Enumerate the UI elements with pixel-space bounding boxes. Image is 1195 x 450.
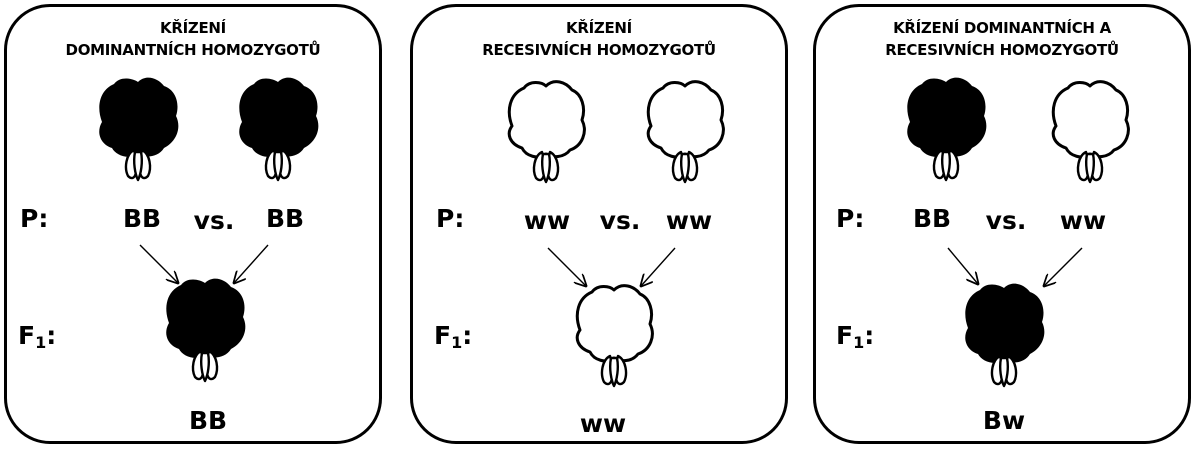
parent1-white-flower-icon	[507, 80, 586, 184]
parent2-white-flower-icon	[646, 80, 725, 184]
parent2-genotype: ww	[665, 206, 713, 235]
title-line-2: RECESIVNÍCH HOMOZYGOTŮ	[482, 41, 716, 59]
panel-title: KŘÍZENÍ DOMINANTNÍCH A RECESIVNÍCH HOMOZ…	[816, 17, 1188, 61]
offspring-black-flower-icon	[165, 277, 247, 383]
offspring-genotype: ww	[579, 409, 627, 438]
parent2-black-flower-icon	[238, 76, 320, 182]
offspring-white-flower-icon	[575, 284, 654, 388]
arrow-parent1-to-offspring	[947, 247, 978, 284]
p-generation-label: P:	[836, 204, 865, 233]
title-line-1: KŘÍZENÍ DOMINANTNÍCH A	[893, 19, 1111, 37]
arrow-parent1-to-offspring	[139, 244, 178, 283]
panel-recessive-cross: KŘÍZENÍ RECESIVNÍCH HOMOZYGOTŮ P: ww vs.…	[410, 4, 788, 444]
arrow-parent2-to-offspring	[1044, 247, 1083, 286]
arrow-parent2-to-offspring	[234, 244, 269, 283]
arrow-parent2-to-offspring	[641, 247, 676, 286]
f1-generation-label: F1:	[18, 321, 57, 353]
f1-generation-label: F1:	[434, 321, 473, 353]
parent2-genotype: BB	[265, 204, 305, 233]
arrow-parent1-to-offspring	[547, 247, 586, 286]
vs-label: vs.	[985, 206, 1027, 235]
panel-title: KŘÍZENÍ RECESIVNÍCH HOMOZYGOTŮ	[413, 17, 785, 61]
vs-label: vs.	[599, 206, 641, 235]
p-generation-label: P:	[436, 204, 465, 233]
parent1-black-flower-icon	[98, 76, 180, 182]
title-line-2: RECESIVNÍCH HOMOZYGOTŮ	[885, 41, 1119, 59]
parent2-white-flower-icon	[1051, 80, 1130, 184]
parent1-genotype: BB	[122, 204, 162, 233]
f1-generation-label: F1:	[836, 321, 875, 353]
panel-title: KŘÍZENÍ DOMINANTNÍCH HOMOZYGOTŮ	[7, 17, 379, 61]
parent2-genotype: ww	[1059, 206, 1107, 235]
vs-label: vs.	[193, 206, 235, 235]
offspring-black-flower-icon	[964, 282, 1046, 388]
parent1-genotype: BB	[912, 204, 952, 233]
parent1-genotype: ww	[523, 206, 571, 235]
parent1-black-flower-icon	[906, 76, 988, 182]
title-line-1: KŘÍZENÍ	[566, 19, 632, 37]
offspring-genotype: BB	[188, 406, 228, 435]
p-generation-label: P:	[20, 204, 49, 233]
offspring-genotype: Bw	[982, 406, 1026, 435]
title-line-2: DOMINANTNÍCH HOMOZYGOTŮ	[65, 41, 321, 59]
title-line-1: KŘÍZENÍ	[160, 19, 226, 37]
